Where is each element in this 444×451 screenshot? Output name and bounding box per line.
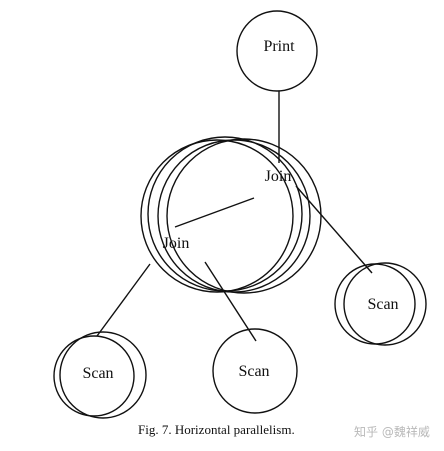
join-node-label-top: Join bbox=[265, 168, 292, 185]
join-node-group bbox=[140, 136, 322, 294]
watermark: 知乎 @魏祥威 bbox=[354, 425, 430, 439]
edge-join-to-scan-left bbox=[96, 263, 151, 337]
scan-right-label: Scan bbox=[367, 296, 398, 313]
print-node: Print bbox=[236, 10, 318, 92]
scan-middle-label: Scan bbox=[238, 363, 269, 380]
scan-middle-circle bbox=[212, 328, 298, 414]
figure-caption: Fig. 7. Horizontal parallelism. bbox=[138, 422, 295, 437]
join-node-label-main: Join bbox=[163, 235, 190, 252]
scan-left-circle-1 bbox=[53, 335, 135, 417]
print-node-label: Print bbox=[263, 38, 295, 55]
join-node-circle-1 bbox=[140, 139, 294, 293]
scan-left-node: Scan bbox=[53, 331, 147, 419]
scan-right-circle-2 bbox=[343, 262, 427, 346]
edge-join-to-scan-right bbox=[295, 185, 373, 274]
print-node-circle bbox=[236, 10, 318, 92]
scan-left-circle-2 bbox=[59, 331, 147, 419]
join-node-circle-3 bbox=[157, 139, 311, 293]
scan-middle-node: Scan bbox=[212, 328, 298, 414]
join-node-circle-4 bbox=[166, 138, 322, 294]
edge-join-to-scan-middle bbox=[204, 261, 257, 342]
edge-join-internal bbox=[174, 197, 255, 228]
scan-left-label: Scan bbox=[82, 365, 113, 382]
scan-right-node: Scan bbox=[334, 262, 427, 346]
